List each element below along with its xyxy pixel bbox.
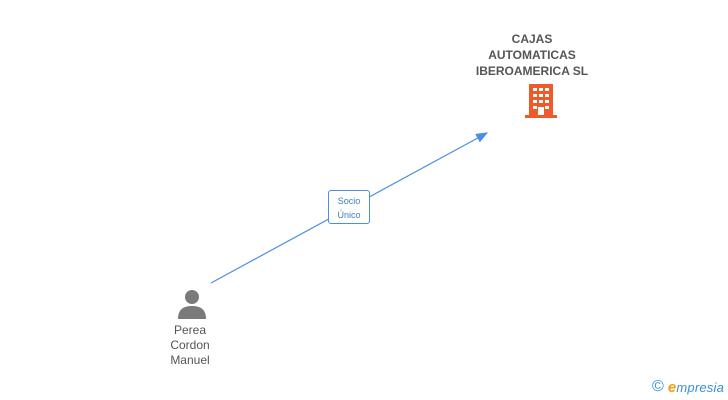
person-name-line-1: Perea [173,323,207,337]
person-name[interactable]: Perea Cordon Manuel [142,323,238,368]
person-icon[interactable] [178,289,206,319]
empresia-watermark: © empresia [652,378,724,396]
company-name-line-2: AUTOMATICAS [488,48,576,62]
brand-initial: e [667,378,677,396]
company-name-line-3: IBEROAMERICA SL [475,64,589,78]
person-name-line-2: Cordon [170,338,210,352]
relation-label-line-1: Socio [337,196,361,206]
building-icon[interactable] [525,84,557,118]
copyright-icon: © [652,378,664,395]
company-name-line-1: CAJAS [511,32,553,46]
company-name[interactable]: CAJAS AUTOMATICAS IBEROAMERICA SL [452,31,612,79]
relation-badge[interactable]: Socio Único [328,190,370,224]
relation-label-line-2: Único [337,210,361,220]
brand-rest: mpresia [676,379,724,395]
person-name-line-3: Manuel [170,353,210,367]
brand-logo: empresia [668,379,724,396]
